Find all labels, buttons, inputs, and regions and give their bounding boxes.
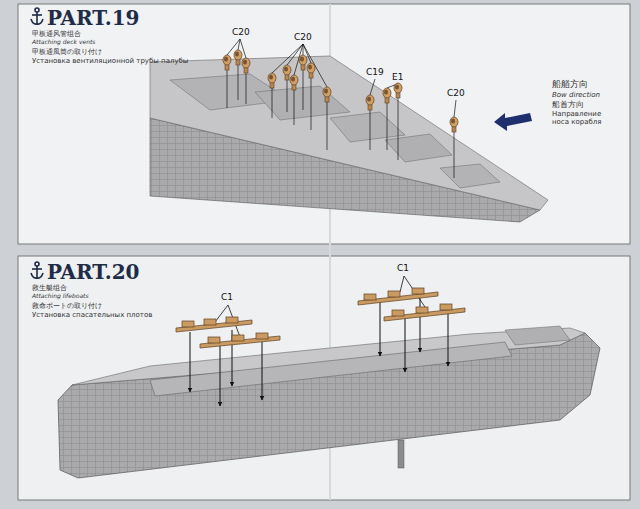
panel	[18, 256, 630, 500]
ship-deck-view	[150, 56, 548, 222]
direction-label: 船艏方向	[552, 79, 588, 89]
vent-part	[223, 50, 458, 132]
callout-number: C19	[366, 67, 384, 77]
panel	[18, 4, 630, 244]
part-heading: PART.20	[47, 261, 139, 284]
anchor-icon	[31, 262, 43, 278]
direction-label: 船首方向	[552, 100, 584, 109]
subtitle: Установка вентиляционной трубы палубы	[32, 57, 188, 65]
subtitle: 救命ボートの取り付け	[32, 302, 102, 310]
part-heading: PART.19	[47, 7, 139, 30]
placement-arrow	[190, 296, 448, 406]
callout-number: E1	[392, 72, 403, 82]
subtitle: Установка спасательных плотов	[32, 311, 152, 319]
callout-number: C20	[232, 27, 250, 37]
subtitle: Attaching lifeboats	[32, 293, 89, 300]
subtitle: 救生艇组合	[32, 284, 67, 292]
subtitle: 甲板通风管组合	[32, 30, 81, 38]
leader-line	[227, 39, 456, 178]
direction-label: Bow direction	[552, 91, 600, 99]
leader-line	[215, 276, 425, 337]
callout-number: C1	[397, 263, 409, 273]
ship-hull	[58, 326, 600, 478]
subtitle: Attaching deck vents	[32, 39, 95, 46]
anchor-icon	[31, 8, 43, 24]
callout-number: C1	[221, 292, 233, 302]
callout-number: C20	[294, 32, 312, 42]
subtitle: 甲板通風筒の取り付け	[32, 48, 102, 56]
lifeboat-rack	[176, 288, 465, 348]
callout-number: C20	[447, 88, 465, 98]
direction-label: Направление носа корабля	[552, 110, 618, 126]
direction-arrow	[494, 113, 532, 131]
